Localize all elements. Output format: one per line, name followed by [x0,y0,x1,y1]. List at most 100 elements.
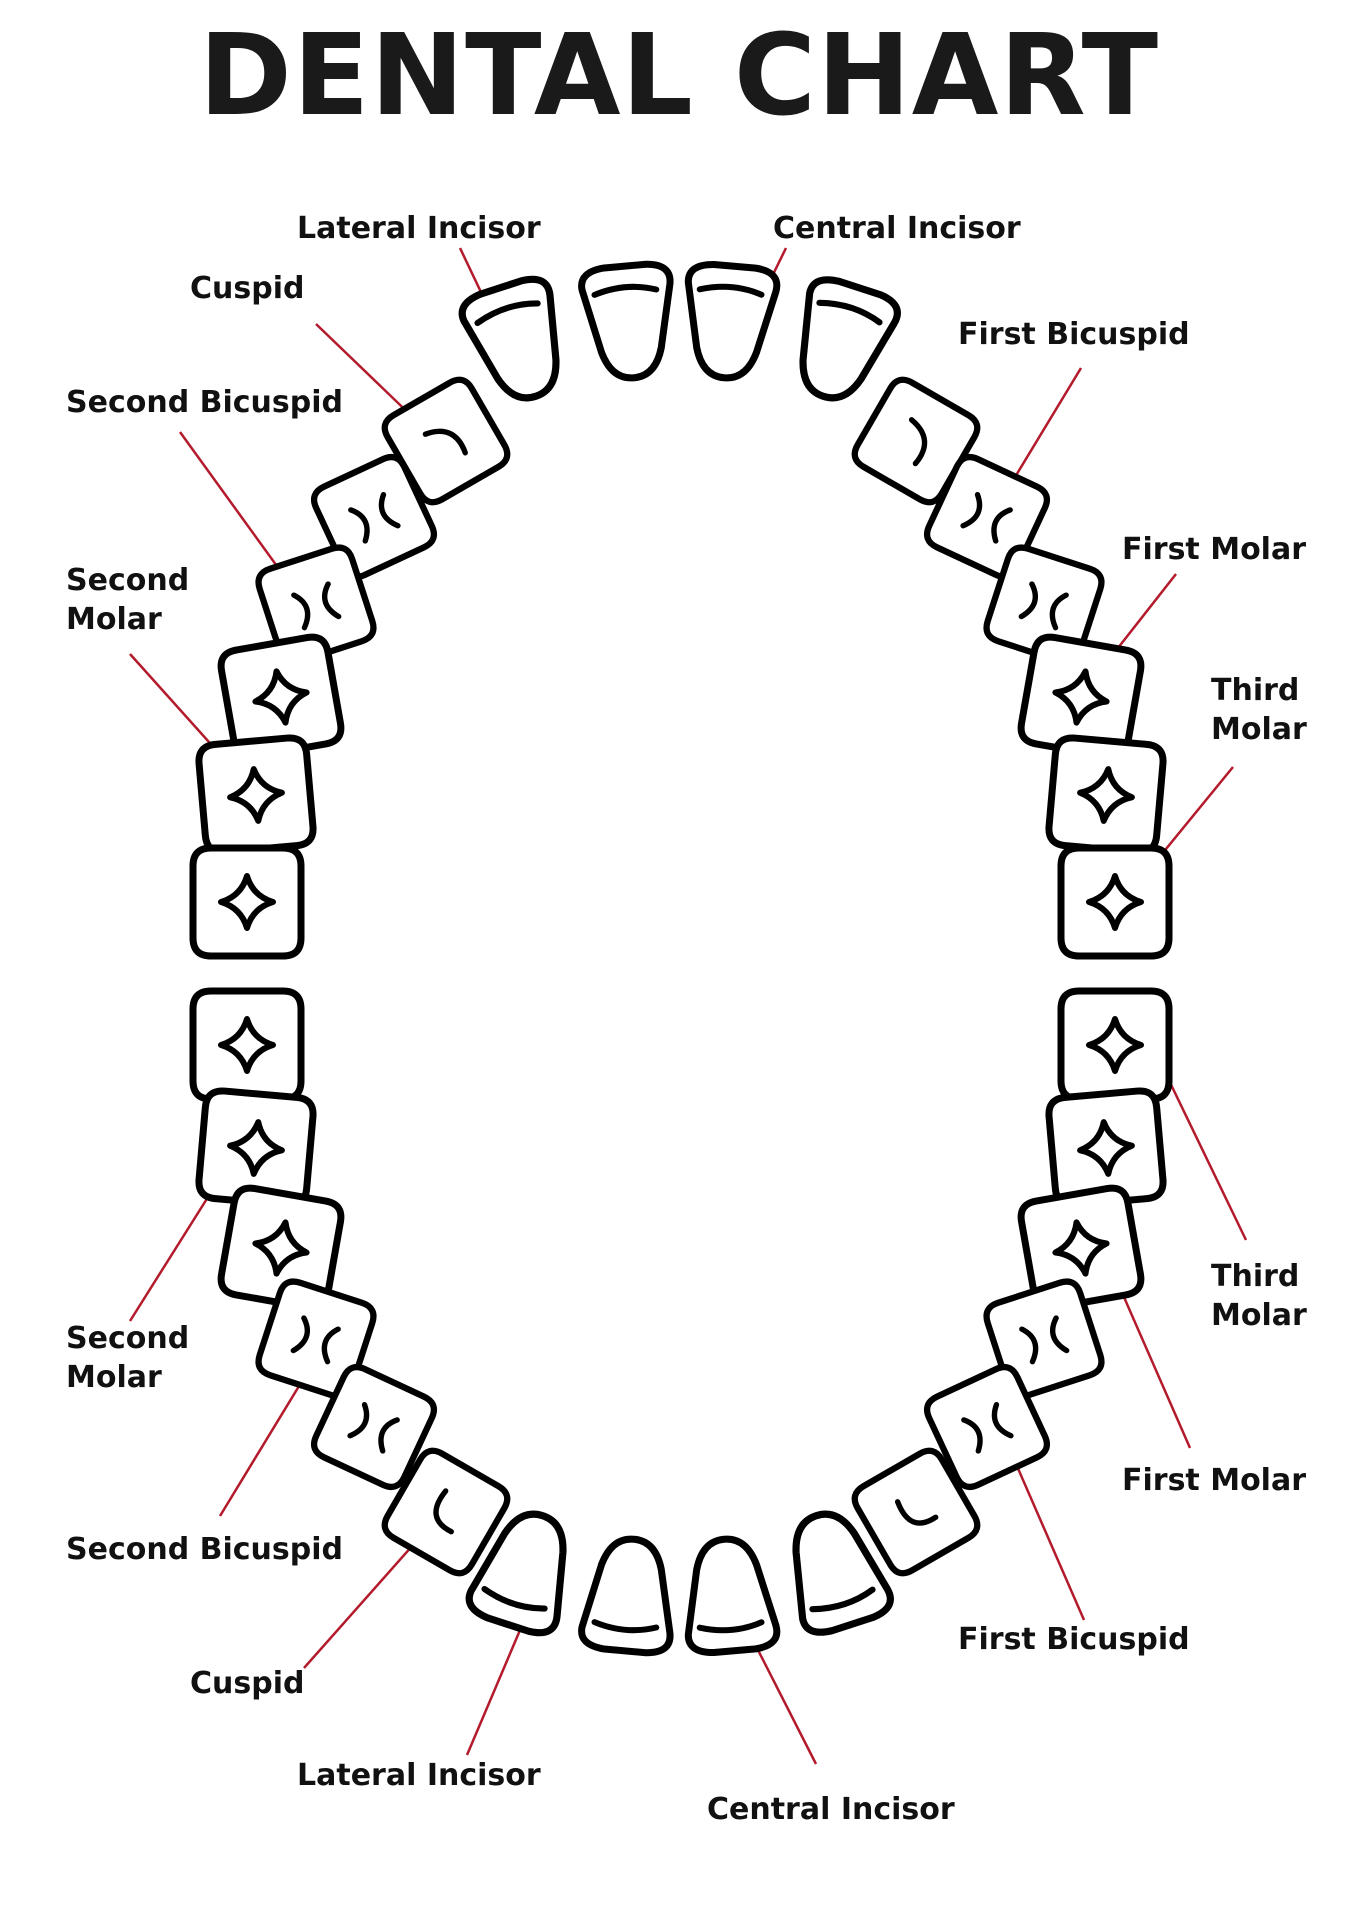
cuspid-tip-mark [908,417,928,467]
lower-right-second-molar [1045,1087,1167,1209]
label-lower-third-molar-line1: Third [1211,1259,1299,1294]
incisor-edge-mark [481,1585,548,1612]
label-upper-third-molar-line2: Molar [1211,712,1307,747]
label-upper-first-bicuspid: First Bicuspid [958,317,1190,352]
molar-fissure-mark [218,1016,276,1074]
incisor-edge-mark [816,299,883,326]
tooth-crown [924,1364,1050,1490]
label-lower-second-molar-line2: Molar [66,1360,162,1395]
bicuspid-groove-mark [348,492,401,544]
upper-left-central-incisor [578,260,674,382]
upper-right-cuspid [851,376,981,506]
upper-left-first-molar [217,633,345,761]
bicuspid-groove-mark [290,1315,341,1365]
molar-crown [1057,844,1173,960]
tooth-crown [255,544,377,666]
molar-fissure-mark [252,1219,310,1277]
lower-left-lateral-incisor [465,1510,567,1637]
leader-lower-second-molar [128,1177,222,1322]
lower-right-second-bicuspid [924,1364,1050,1490]
bicuspid-groove-mark [960,492,1013,544]
molar-fissure-mark [1052,1219,1110,1277]
bicuspid-groove-mark [291,581,342,631]
molar-crown [195,734,317,856]
incisor-crown [578,260,674,382]
dental-arches [189,260,1173,1657]
lower-right-cuspid [851,1447,981,1577]
tooth-crown [381,376,511,506]
bicuspid-groove-mark [1019,1315,1070,1365]
molar-crown [1017,1184,1145,1312]
molar-fissure-mark [1077,766,1135,824]
cuspid-tip-mark [894,1499,939,1526]
incisor-edge-mark [696,283,765,298]
molar-fissure-mark [227,1119,285,1177]
label-lower-cuspid: Cuspid [190,1666,304,1701]
bicuspid-groove-mark [1018,581,1069,631]
tooth-crown [381,1447,511,1577]
incisor-crown [684,1535,781,1657]
upper-right-third-molar [1057,844,1173,960]
molar-fissure-mark [1086,1016,1144,1074]
label-upper-cuspid: Cuspid [190,271,304,306]
molar-crown [189,844,305,960]
upper-left-third-molar [189,844,305,960]
upper-left-lateral-incisor [458,275,560,402]
incisor-crown [799,276,901,402]
cuspid-tip-mark [422,428,468,456]
label-upper-second-molar-line1: Second [66,563,189,598]
label-upper-central-incisor: Central Incisor [773,211,1021,246]
label-lower-first-bicuspid: First Bicuspid [958,1622,1190,1657]
tooth-crown [851,1447,981,1577]
incisor-edge-mark [591,1619,660,1634]
incisor-edge-mark [696,1619,765,1634]
bicuspid-groove-mark [347,1402,400,1454]
label-lower-third-molar-line2: Molar [1211,1298,1307,1333]
bicuspid-groove-mark [961,1402,1014,1454]
leader-upper-first-bicuspid [1004,367,1083,493]
leader-lower-second-bicuspid [218,1367,312,1517]
molar-crown [1045,734,1167,856]
label-upper-third-molar-line1: Third [1211,673,1299,708]
label-lower-first-molar: First Molar [1122,1463,1306,1498]
label-upper-first-molar: First Molar [1122,532,1306,567]
incisor-edge-mark [591,283,660,298]
incisor-crown [458,275,560,402]
molar-fissure-mark [252,668,310,726]
upper-right-second-molar [1045,734,1167,856]
incisor-crown [684,260,781,382]
label-upper-second-molar-line2: Molar [66,602,162,637]
upper-right-lateral-incisor [799,276,901,402]
molar-crown [217,633,345,761]
incisor-crown [578,1535,674,1657]
lower-right-first-molar [1017,1184,1145,1312]
molar-crown [189,987,305,1103]
cuspid-tip-mark [433,1488,454,1535]
label-lower-second-molar-line1: Second [66,1321,189,1356]
incisor-edge-mark [809,1586,876,1613]
lower-right-first-bicuspid [983,1278,1105,1400]
upper-left-second-bicuspid [255,544,377,666]
incisor-edge-mark [474,300,541,327]
molar-fissure-mark [227,766,285,824]
molar-fissure-mark [218,873,276,931]
label-upper-lateral-incisor: Lateral Incisor [297,211,541,246]
upper-left-second-molar [195,734,317,856]
lower-right-lateral-incisor [792,1510,894,1636]
molar-fissure-mark [1077,1119,1135,1177]
label-upper-second-bicuspid: Second Bicuspid [66,385,343,420]
label-lower-central-incisor: Central Incisor [707,1792,955,1827]
leader-lower-first-bicuspid [1011,1456,1086,1621]
tooth-crown [311,1364,437,1490]
upper-left-cuspid [381,376,511,506]
incisor-crown [465,1510,567,1637]
lower-left-central-incisor [578,1535,674,1657]
molar-fissure-mark [1086,873,1144,931]
upper-right-central-incisor [684,260,781,382]
molar-crown [1057,987,1173,1103]
tooth-crown [983,1278,1105,1400]
lower-right-central-incisor [684,1535,781,1657]
label-lower-lateral-incisor: Lateral Incisor [297,1758,541,1793]
incisor-crown [792,1510,894,1636]
